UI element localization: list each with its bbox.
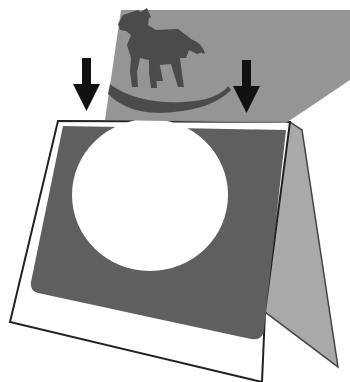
- down-arrow-right-icon: [233, 60, 260, 113]
- circle-window: [72, 119, 228, 271]
- down-arrow-left-icon: [73, 58, 100, 111]
- rocking-horse-icon: [108, 8, 231, 113]
